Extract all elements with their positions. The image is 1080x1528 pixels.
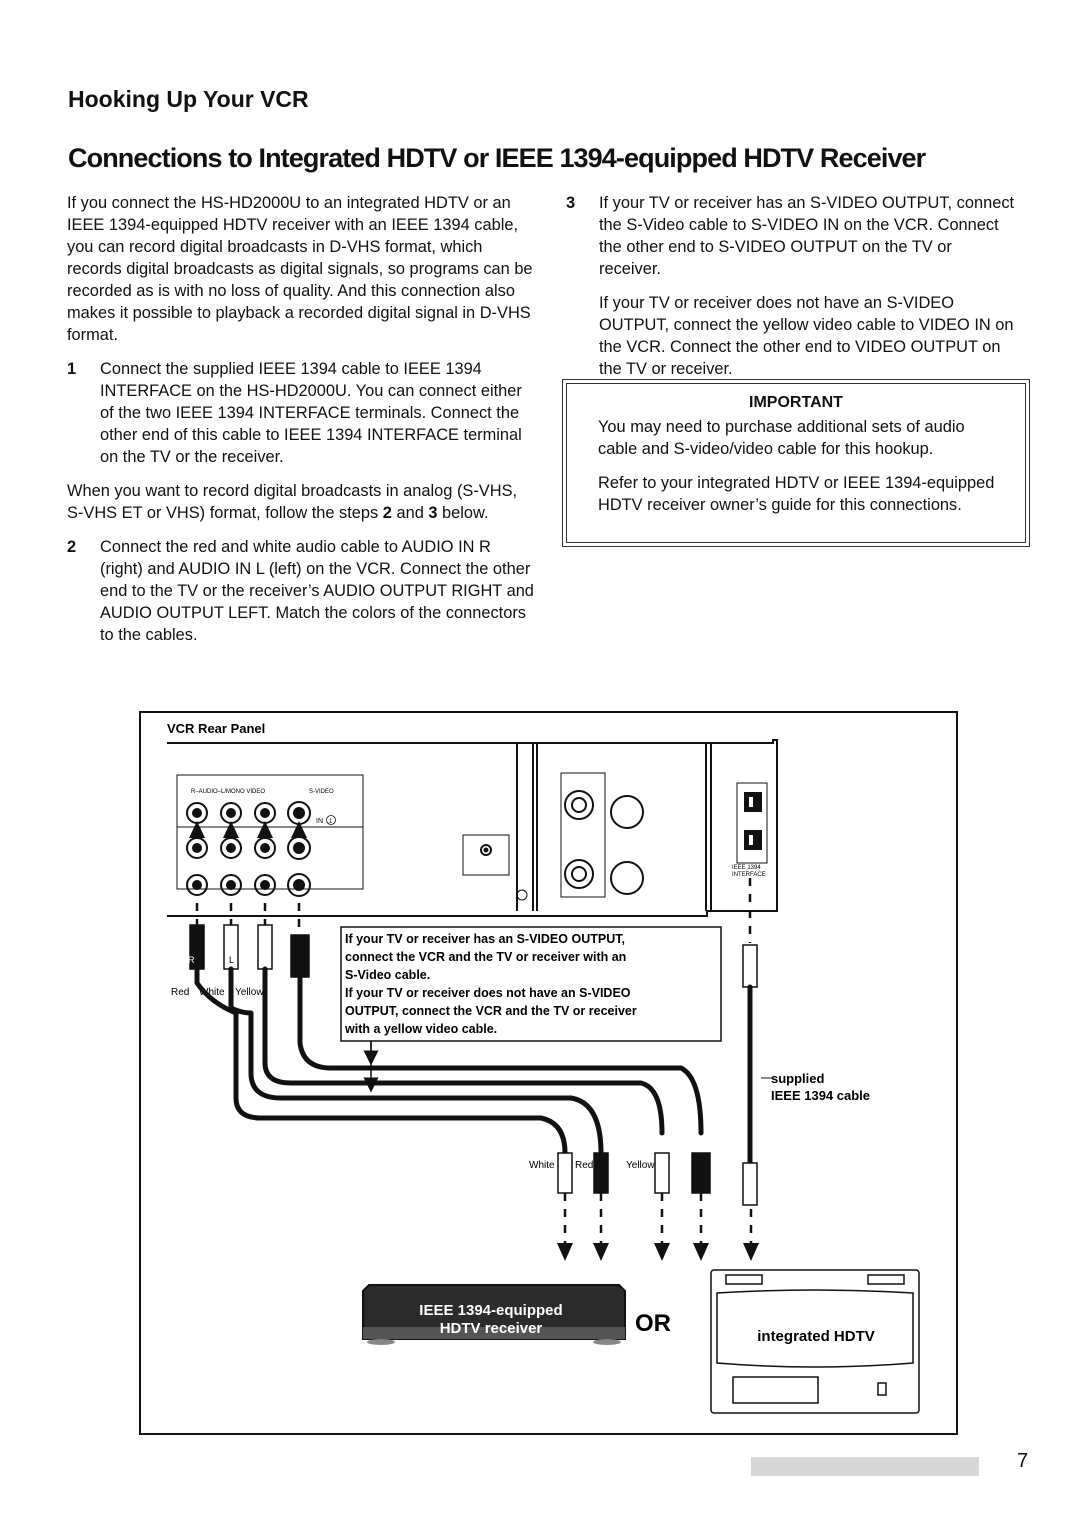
ieee-terminal-label-1: IEEE 1394 [732, 865, 761, 871]
vcr-rear-panel [167, 739, 778, 917]
analog-intro-end: below. [437, 504, 489, 522]
step-number: 1 [67, 360, 77, 378]
left-column: If you connect the HS-HD2000U to an inte… [67, 192, 535, 658]
step-2: 2 Connect the red and white audio cable … [67, 536, 535, 646]
note-box [340, 926, 722, 1042]
important-box: IMPORTANT You may need to purchase addit… [562, 379, 1030, 547]
note-line: connect the VCR and the TV or receiver w… [345, 950, 626, 964]
right-column: 3 If your TV or receiver has an S-VIDEO … [566, 192, 1016, 404]
integrated-hdtv [710, 1269, 920, 1414]
receiver-label-2: HDTV receiver [440, 1320, 543, 1337]
top-plugs [189, 924, 758, 988]
analog-intro-and: and [391, 504, 429, 522]
cable-red-label: Red [171, 987, 189, 998]
plug-l-label: L [229, 955, 234, 965]
step-text: Connect the supplied IEEE 1394 cable to … [100, 360, 522, 466]
cables [194, 966, 753, 1166]
connection-diagram: VCR Rear Panel R–AUDIO–L/MONO VIDEO S-VI… [139, 711, 958, 1435]
output-arrows [557, 1243, 759, 1261]
hdtv-receiver [362, 1284, 626, 1345]
panel-label: VCR Rear Panel [167, 721, 265, 736]
step-text: Connect the red and white audio cable to… [100, 538, 534, 644]
note-line: S-Video cable. [345, 968, 430, 982]
note-text: If your TV or receiver has an S-VIDEO OU… [344, 932, 637, 1036]
step-ref-3: 3 [428, 504, 438, 522]
bottom-white-label: White [529, 1160, 555, 1171]
bottom-red-label: Red [575, 1160, 593, 1171]
supplied-label-1: supplied [771, 1071, 825, 1086]
note-line: If your TV or receiver has an S-VIDEO OU… [345, 932, 625, 946]
analog-intro-text: When you want to record digital broadcas… [67, 482, 518, 522]
input-arrows [189, 821, 307, 838]
step-number: 3 [566, 194, 576, 212]
footer-bar [751, 1457, 979, 1476]
diagram-svg: VCR Rear Panel R–AUDIO–L/MONO VIDEO S-VI… [167, 721, 920, 1414]
dashed-leaders [195, 878, 753, 1243]
step-3: 3 If your TV or receiver has an S-VIDEO … [566, 192, 1016, 392]
rca-jacks [186, 801, 311, 897]
note-line: If your TV or receiver does not have an … [345, 986, 631, 1000]
in-number: 1 [329, 819, 333, 825]
jack-header-audio: R–AUDIO–L/MONO VIDEO [191, 789, 265, 795]
step-text: If your TV or receiver has an S-VIDEO OU… [599, 194, 1015, 278]
note-line: OUTPUT, connect the VCR and the TV or re… [345, 1004, 637, 1018]
in-label: IN [316, 818, 323, 825]
step-ref-2: 2 [382, 504, 392, 522]
bottom-plugs [557, 1152, 758, 1206]
step-1: 1 Connect the supplied IEEE 1394 cable t… [67, 358, 535, 468]
page-number: 7 [1017, 1450, 1029, 1472]
important-title: IMPORTANT [749, 394, 843, 411]
plug-r-label: R [188, 955, 195, 965]
page-title: Connections to Integrated HDTV or IEEE 1… [68, 143, 926, 173]
section-title: Hooking Up Your VCR [68, 86, 309, 112]
note-line: with a yellow video cable. [344, 1022, 497, 1036]
cable-yellow-label: Yellow [235, 987, 264, 998]
receiver-label-1: IEEE 1394-equipped [419, 1302, 562, 1319]
ieee-terminal-label-2: INTERFACE [732, 872, 766, 878]
jack-header-svideo: S-VIDEO [309, 789, 334, 795]
important-text-2: Refer to your integrated HDTV or IEEE 13… [598, 474, 995, 514]
or-label: OR [635, 1310, 671, 1337]
cable-white-label: White [199, 987, 225, 998]
hdtv-label: integrated HDTV [757, 1328, 875, 1345]
supplied-label-2: IEEE 1394 cable [771, 1088, 870, 1103]
analog-intro-paragraph: When you want to record digital broadcas… [67, 480, 535, 524]
step-number: 2 [67, 538, 77, 556]
step-text-alt: If your TV or receiver does not have an … [599, 294, 1014, 378]
intro-paragraph: If you connect the HS-HD2000U to an inte… [67, 194, 533, 344]
step-body: If your TV or receiver has an S-VIDEO OU… [599, 192, 1016, 392]
important-text-1: You may need to purchase additional sets… [598, 418, 965, 458]
bottom-yellow-label: Yellow [626, 1160, 655, 1171]
